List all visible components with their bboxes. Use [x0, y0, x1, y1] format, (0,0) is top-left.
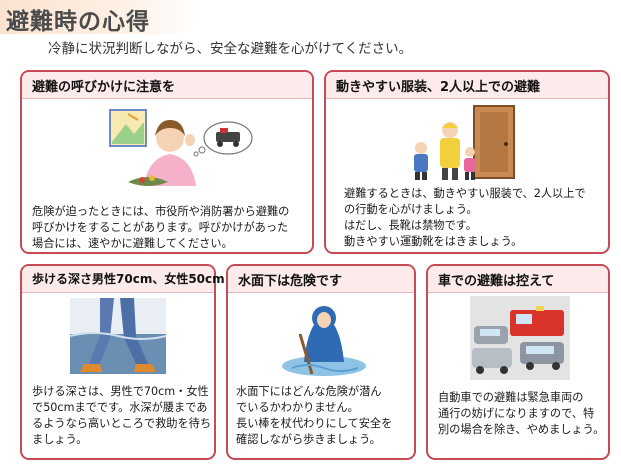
- card-underwater-danger: 水面下は危険です 水面下にはどんな危険が潜ん でいるかわかりません。 長い棒を杖…: [226, 264, 416, 460]
- card-line: 呼びかけをすることがあります。呼びかけがあった: [32, 221, 289, 234]
- card-header: [22, 266, 214, 293]
- card-title: 水面下は危険です: [238, 274, 343, 289]
- card-header: [22, 72, 312, 99]
- card-line: の行動を心がけましょう。: [344, 203, 478, 216]
- illustration-family-evacuating: [414, 105, 515, 180]
- card-header: [428, 266, 608, 293]
- card-title: 車での避難は控えて: [438, 274, 555, 289]
- card-line: ましょう。: [32, 433, 88, 446]
- card-title: 歩ける深さ男性70cm、女性50cm: [32, 272, 225, 286]
- header-tab: [0, 0, 200, 34]
- illustration-person-with-stick: [282, 306, 366, 376]
- card-line: 動きやすい運動靴をはきましょう。: [344, 235, 523, 248]
- card-line: 危険が迫ったときには、市役所や消防署から避難の: [32, 205, 290, 218]
- card-line: 水面下にはどんな危険が潜ん: [236, 385, 382, 398]
- page-title: 避難時の心得: [6, 9, 150, 35]
- card-line: 確認しながら歩きましょう。: [236, 433, 381, 446]
- card-line: 通行の妨げになりますので、特: [438, 407, 595, 420]
- card-line: で50cmまでです。水深が腰まであ: [32, 401, 208, 414]
- card-line: 歩ける深さは、男性で70cm・女性: [32, 385, 209, 398]
- card-header: [326, 72, 608, 99]
- card-line: 自動車での避難は緊急車両の: [438, 391, 584, 404]
- illustration-legs-in-water: [70, 298, 166, 374]
- card-line: 避難するときは、動きやすい服装で、2人以上で: [344, 187, 586, 200]
- card-title: 動きやすい服装、2人以上での避難: [336, 80, 541, 95]
- card-body: 避難するときは、動きやすい服装で、2人以上で の行動を心がけましょう。 はだし、…: [344, 186, 586, 250]
- card-evacuation-call: 避難の呼びかけに注意を 危険が迫ったときには、市役所や消防署から避難の 呼びかけ…: [20, 70, 314, 254]
- card-line: 場合には、速やかに避難してください。: [32, 237, 233, 250]
- card-clothing-pairs: 動きやすい服装、2人以上での避難 避難するときは、動きやすい服装で、2人以上で …: [324, 70, 610, 254]
- card-body: 水面下にはどんな危険が潜ん でいるかわかりません。 長い棒を杖代わりにして安全を…: [236, 384, 392, 448]
- card-title: 避難の呼びかけに注意を: [32, 80, 176, 95]
- card-body: 危険が迫ったときには、市役所や消防署から避難の 呼びかけをすることがあります。呼…: [32, 204, 289, 252]
- card-body: 自動車での避難は緊急車両の 通行の妨げになりますので、特 別の場合を除き、やめま…: [438, 390, 604, 438]
- card-line: 長い棒を杖代わりにして安全を: [236, 417, 393, 430]
- card-walkable-depth: 歩ける深さ男性70cm、女性50cm 歩ける深さは、男性で70cm・女性 で50…: [20, 264, 225, 460]
- illustration-traffic-jam: [470, 296, 570, 380]
- card-line: 別の場合を除き、やめましょう。: [438, 423, 605, 436]
- card-line: るようなら高いところで救助を待ち: [32, 417, 212, 430]
- page-subtitle: 冷静に状況判断しながら、安全な避難を心がけてください。: [48, 41, 413, 57]
- card-line: でいるかわかりません。: [236, 401, 359, 414]
- card-header: [228, 266, 414, 293]
- card-body: 歩ける深さは、男性で70cm・女性 で50cmまでです。水深が腰まであ るような…: [32, 384, 211, 448]
- card-line: はだし、長靴は禁物です。: [344, 219, 477, 232]
- card-avoid-car-evacuation: 車での避難は控えて 自動車での避難は緊急車両の 通行の妨げになりますので、特 別…: [426, 264, 610, 460]
- illustration-woman-listening: [109, 109, 253, 186]
